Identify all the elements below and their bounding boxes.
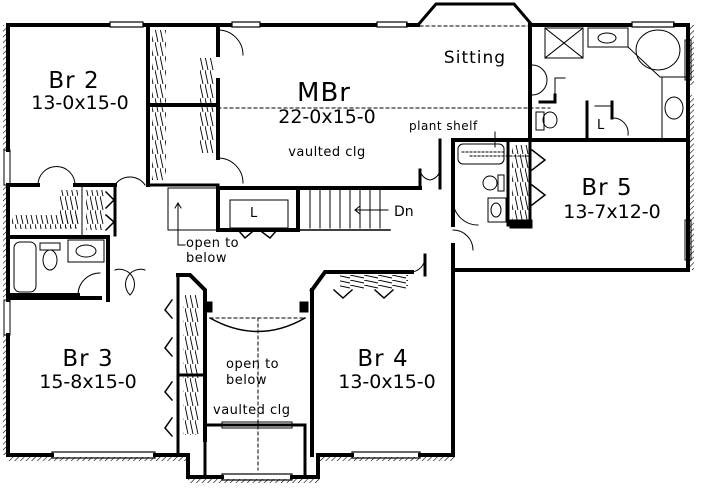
room-sitting-name: Sitting — [443, 48, 507, 68]
room-mbr-note: vaulted clg — [288, 145, 366, 160]
room-br4-name: Br 4 — [357, 346, 409, 372]
room-br3-dimensions: 15-8x15-0 — [39, 371, 137, 393]
open-to-below-center-label: open to below — [226, 357, 280, 388]
bay-window — [415, 2, 535, 28]
room-br5-dimensions: 13-7x12-0 — [563, 201, 661, 223]
room-mbr-name: MBr — [297, 78, 351, 108]
room-br2-dimensions: 13-0x15-0 — [31, 92, 129, 114]
window-top — [109, 21, 675, 28]
open-to-below-left-label: open to below — [186, 236, 240, 266]
window-bottom — [51, 451, 421, 481]
room-br2-name: Br 2 — [48, 68, 100, 94]
vaulted-ceiling-center-label: vaulted clg — [213, 403, 291, 418]
stairs-down-label: Dn — [394, 204, 414, 220]
stairs — [216, 186, 391, 232]
room-br3-name: Br 3 — [62, 346, 114, 372]
linen-closet-label: L — [250, 206, 258, 221]
room-mbr-dimensions: 22-0x15-0 — [278, 106, 376, 128]
master-linen-label: L — [597, 118, 605, 133]
plant-shelf-label: plant shelf — [409, 119, 478, 133]
room-br5-name: Br 5 — [581, 175, 633, 201]
room-br4-dimensions: 13-0x15-0 — [338, 371, 436, 393]
